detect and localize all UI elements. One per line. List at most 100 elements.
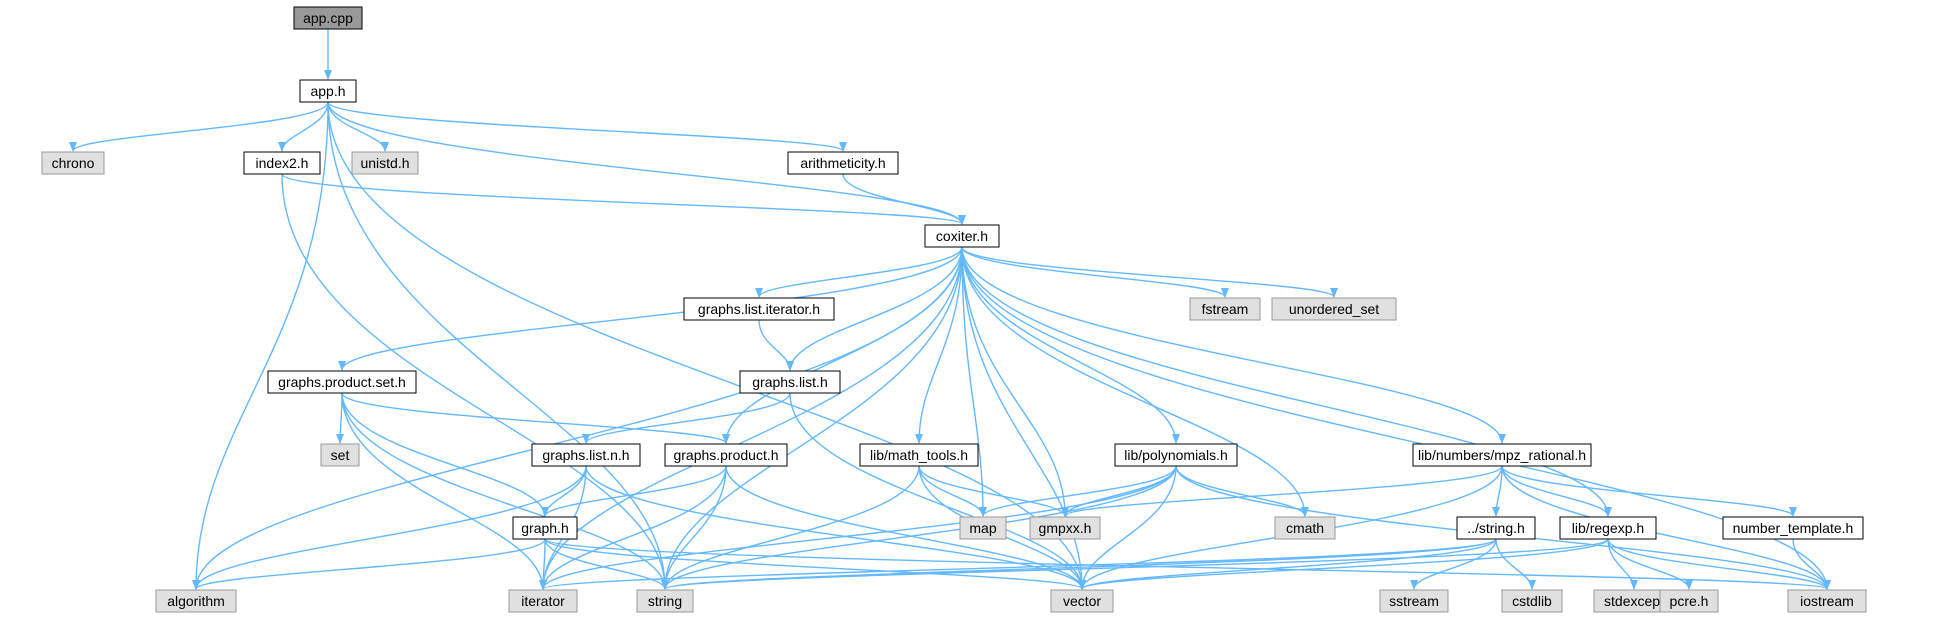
node-label-unistd-h: unistd.h (360, 155, 409, 171)
edge-lib-polynomials-h-to-map (979, 465, 1177, 517)
node-label-map: map (969, 520, 996, 536)
edge-graph-h-to-vector (544, 538, 1086, 590)
node-lib-polynomials-h[interactable]: lib/polynomials.h (1114, 443, 1238, 467)
edge-app-h-to-string (327, 101, 669, 590)
node-box-lib-math-tools-h (859, 443, 979, 467)
edge-coxiter-h-to-lib-polynomials-h (961, 246, 1180, 444)
edge-app-h-to-index2-h (278, 101, 329, 152)
edge-index2-h-to-coxiter-h (281, 173, 966, 225)
edge-coxiter-h-to-graphs-product-set-h (338, 246, 963, 371)
edge-lib-math-tools-h-to-string (661, 465, 920, 590)
node-label-lib-math-tools-h: lib/math_tools.h (870, 447, 968, 463)
node-box-app-h (299, 79, 357, 103)
edge-graphs-product-set-h-to-graphs-product-h (341, 392, 730, 444)
node-box-cmath (1274, 516, 1336, 540)
node-graphs-list-h[interactable]: graphs.list.h (739, 370, 841, 394)
node-label-chrono: chrono (52, 155, 95, 171)
node-box-cstdlib (1501, 589, 1563, 613)
node-graphs-product-h[interactable]: graphs.product.h (664, 443, 788, 467)
node-label-vector: vector (1063, 593, 1101, 609)
node-lib-math-tools-h[interactable]: lib/math_tools.h (859, 443, 979, 467)
node-box-unordered-set (1271, 297, 1397, 321)
node-label-graphs-list-h: graphs.list.h (752, 374, 827, 390)
node-arithmeticity-h[interactable]: arithmeticity.h (787, 151, 899, 175)
edge-coxiter-h-to-gmpxx-h (961, 246, 1069, 517)
edge-lib-polynomials-h-to-string (661, 465, 1177, 590)
node-string: string (636, 589, 694, 613)
edge-graphs-list-n-h-to-algorithm (192, 465, 587, 590)
node-box-graphs-list-n-h (531, 443, 641, 467)
node-box-number-template-h (1722, 516, 1864, 540)
node-index2-h[interactable]: index2.h (243, 151, 321, 175)
edge-coxiter-h-to-cmath (961, 246, 1309, 517)
node-string-h-rel[interactable]: ../string.h (1456, 516, 1536, 540)
node-graph-h[interactable]: graph.h (512, 516, 578, 540)
node-graphs-list-n-h[interactable]: graphs.list.n.h (531, 443, 641, 467)
node-label-app-h: app.h (310, 83, 345, 99)
node-box-fstream (1189, 297, 1261, 321)
node-graphs-list-iterator-h[interactable]: graphs.list.iterator.h (683, 297, 835, 321)
node-label-lib-regexp-h: lib/regexp.h (1572, 520, 1644, 536)
node-unistd-h: unistd.h (351, 151, 419, 175)
node-label-string-h-rel: ../string.h (1467, 520, 1525, 536)
edge-coxiter-h-to-fstream (961, 246, 1229, 298)
edge-app-h-to-algorithm (192, 101, 329, 590)
node-box-string-h-rel (1456, 516, 1536, 540)
node-label-gmpxx-h: gmpxx.h (1039, 520, 1092, 536)
node-label-set: set (331, 447, 350, 463)
node-box-map (959, 516, 1007, 540)
node-label-graphs-product-h: graphs.product.h (673, 447, 778, 463)
node-lib-numbers-mpz-rational-h[interactable]: lib/numbers/mpz_rational.h (1412, 443, 1592, 467)
edge-graph-h-to-algorithm (192, 538, 546, 590)
node-gmpxx-h: gmpxx.h (1029, 516, 1101, 540)
node-label-cmath: cmath (1286, 520, 1324, 536)
edge-app-h-to-unistd-h (327, 101, 389, 152)
node-coxiter-h[interactable]: coxiter.h (924, 224, 1000, 248)
edge-lib-polynomials-h-to-cmath (1175, 465, 1309, 517)
edge-coxiter-h-to-map (961, 246, 987, 517)
node-label-cstdlib: cstdlib (1512, 593, 1552, 609)
node-box-lib-numbers-mpz-rational-h (1412, 443, 1592, 467)
edge-graphs-product-set-h-to-string (341, 392, 669, 590)
node-label-pcre-h: pcre.h (1670, 593, 1709, 609)
node-label-lib-polynomials-h: lib/polynomials.h (1124, 447, 1228, 463)
node-label-app-cpp: app.cpp (303, 10, 353, 26)
edge-lib-numbers-mpz-rational-h-to-lib-regexp-h (1501, 465, 1612, 517)
node-box-iostream (1787, 589, 1867, 613)
nodes-layer: app.cpp app.h chrono index2.h unistd.h arithm… (41, 6, 1867, 613)
node-box-graphs-list-h (739, 370, 841, 394)
edge-graphs-list-h-to-vector (789, 392, 1086, 590)
edge-string-h-rel-to-iterator (539, 538, 1497, 590)
edge-lib-regexp-h-to-vector (1078, 538, 1609, 590)
node-set: set (320, 443, 360, 467)
edge-graphs-product-set-h-to-graph-h (341, 392, 549, 517)
node-box-algorithm (155, 589, 237, 613)
node-box-graphs-list-iterator-h (683, 297, 835, 321)
node-label-graphs-list-n-h: graphs.list.n.h (542, 447, 629, 463)
node-label-fstream: fstream (1202, 301, 1249, 317)
edge-lib-regexp-h-to-pcre-h (1607, 538, 1693, 590)
edge-lib-regexp-h-to-string (661, 538, 1609, 590)
node-box-vector (1050, 589, 1114, 613)
node-number-template-h[interactable]: number_template.h (1722, 516, 1864, 540)
node-app-h[interactable]: app.h (299, 79, 357, 103)
edge-string-h-rel-to-vector (1078, 538, 1497, 590)
node-graphs-product-set-h[interactable]: graphs.product.set.h (267, 370, 417, 394)
node-lib-regexp-h[interactable]: lib/regexp.h (1559, 516, 1657, 540)
node-label-iterator: iterator (521, 593, 565, 609)
edge-graphs-list-n-h-to-vector (585, 465, 1086, 590)
node-label-unordered-set: unordered_set (1289, 301, 1379, 317)
edge-graphs-product-set-h-to-set (336, 392, 345, 444)
node-box-sstream (1379, 589, 1449, 613)
node-box-arithmeticity-h (787, 151, 899, 175)
node-box-iterator (508, 589, 578, 613)
node-box-index2-h (243, 151, 321, 175)
edge-graphs-product-set-h-to-iterator (341, 392, 547, 590)
node-box-graphs-product-set-h (267, 370, 417, 394)
edge-graphs-list-iterator-h-to-graphs-list-h (758, 319, 794, 371)
edge-lib-numbers-mpz-rational-h-to-string-h-rel (1492, 465, 1503, 517)
node-label-iostream: iostream (1800, 593, 1854, 609)
node-iostream: iostream (1787, 589, 1867, 613)
node-label-lib-numbers-mpz-rational-h: lib/numbers/mpz_rational.h (1418, 447, 1586, 463)
node-app-cpp: app.cpp (293, 6, 363, 30)
